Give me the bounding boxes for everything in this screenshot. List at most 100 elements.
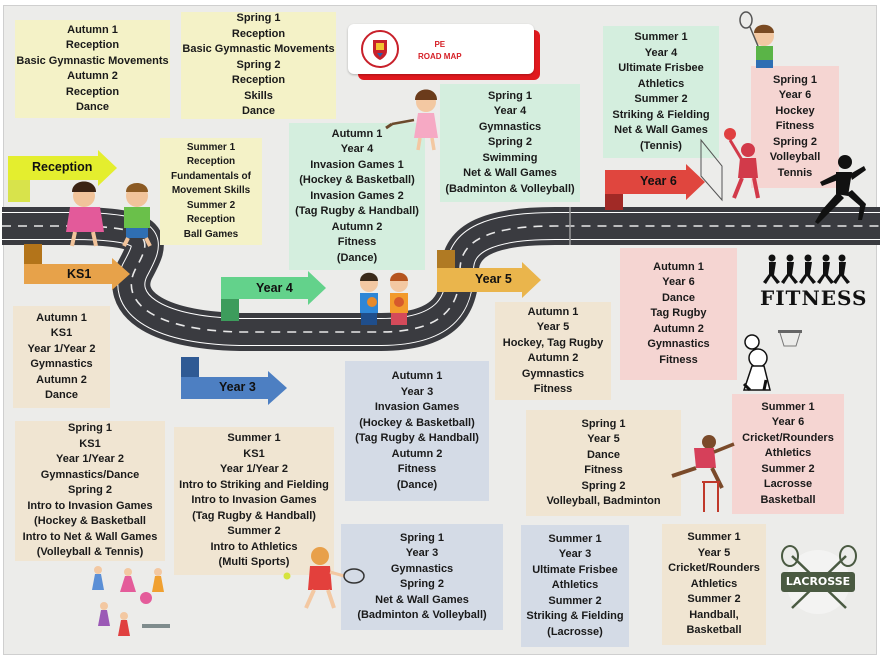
box-line: Ultimate Frisbee xyxy=(532,563,618,576)
fitness-badge-label: FITNESS xyxy=(760,286,868,310)
box-line: Dance xyxy=(661,291,696,304)
year5-label: Year 5 xyxy=(475,272,512,286)
box-line: Dance xyxy=(44,389,79,401)
box-line: Autumn 1 xyxy=(36,311,87,324)
box-line: Gymnastics/Dance xyxy=(40,468,140,481)
box-line: Gymnastics xyxy=(30,358,93,370)
box-line: Autumn 2 xyxy=(67,70,118,82)
box-line: (Hockey & Basketball xyxy=(34,515,146,528)
box-line: (Volleyball & Tennis) xyxy=(36,546,144,559)
title-card-body: PE ROAD MAP xyxy=(348,24,534,74)
box-line: Gymnastics xyxy=(390,562,454,575)
box-line: Cricket/Rounders xyxy=(742,431,834,444)
box-line: Fitness xyxy=(659,353,698,366)
box-line: (Tag Rugby & Handball) xyxy=(295,205,419,218)
box-line: Reception xyxy=(186,156,236,168)
box-line: Gymnastics xyxy=(521,367,585,380)
box-line: Reception xyxy=(65,85,120,98)
box-line: Invasion Games 2 xyxy=(310,189,404,202)
year5-summer-box: Summer 1 Year 5 Cricket/Rounders Athleti… xyxy=(662,524,766,645)
box-line: Summer 1 xyxy=(761,400,815,413)
box-line: Summer 1 xyxy=(548,532,602,545)
box-line: Year 5 xyxy=(697,546,731,559)
box-line: Summer 2 xyxy=(227,525,281,538)
box-line: Spring 2 xyxy=(581,479,626,492)
box-line: Autumn 1 xyxy=(67,23,118,36)
year3-autumn-box: Autumn 1 Year 3 Invasion Games (Hockey &… xyxy=(345,361,489,501)
box-line: Ball Games xyxy=(183,228,239,240)
box-line: Summer 1 xyxy=(687,531,741,544)
box-line: Athletics xyxy=(690,577,738,590)
box-line: KS1 xyxy=(79,437,101,450)
box-line: Hockey xyxy=(775,104,815,117)
box-line: Autumn 1 xyxy=(331,127,383,140)
box-line: Spring 2 xyxy=(772,135,817,148)
box-line: Spring 1 xyxy=(399,531,444,544)
year4-arrow xyxy=(221,271,326,321)
box-line: (Badminton & Volleyball) xyxy=(445,182,575,195)
box-line: (Dance) xyxy=(336,251,378,264)
box-line: Striking & Fielding xyxy=(526,610,624,623)
box-line: Handball, xyxy=(689,608,739,621)
box-line: Autumn 1 xyxy=(653,260,704,273)
box-line: Year 3 xyxy=(558,548,592,561)
box-line: Spring 2 xyxy=(236,58,281,71)
box-line: Autumn 1 xyxy=(391,370,443,382)
box-line: Intro to Striking and Fielding xyxy=(179,478,329,491)
box-line: (Badminton & Volleyball) xyxy=(357,609,487,621)
box-line: Hockey, Tag Rugby xyxy=(502,336,604,349)
box-line: Spring 2 xyxy=(67,484,112,497)
box-line: Year 1/Year 2 xyxy=(27,342,96,355)
box-line: Autumn 2 xyxy=(36,373,87,386)
year5-arrow xyxy=(437,250,541,298)
box-line: Net & Wall Games xyxy=(375,593,469,606)
year4-summer-box: Summer 1 Year 4 Ultimate Frisbee Athleti… xyxy=(603,26,719,158)
box-line: Basketball xyxy=(760,493,816,506)
box-line: Year 4 xyxy=(340,143,374,156)
reception-arrow xyxy=(8,150,117,202)
box-line: Summer 2 xyxy=(186,199,236,211)
title-line: PE xyxy=(434,40,446,49)
box-line: Tag Rugby xyxy=(650,307,707,320)
box-line: Year 4 xyxy=(493,105,527,118)
box-line: Gymnastics xyxy=(647,338,710,351)
box-line: Summer 2 xyxy=(548,594,602,607)
box-line: (Lacrosse) xyxy=(547,625,603,638)
title-card: PE ROAD MAP xyxy=(348,24,540,80)
box-line: Gymnastics xyxy=(478,120,542,133)
box-line: KS1 xyxy=(243,447,265,460)
box-line: (Tag Rugby & Handball) xyxy=(355,432,479,444)
box-line: Basic Gymnastic Movements xyxy=(182,43,335,56)
box-line: KS1 xyxy=(50,327,73,339)
box-line: Summer 1 xyxy=(186,141,236,153)
box-line: Skills xyxy=(244,89,273,102)
box-line: Spring 1 xyxy=(236,12,281,25)
year6-spring-box: Spring 1 Year 6 Hockey Fitness Spring 2 … xyxy=(751,66,839,188)
box-line: Intro to Invasion Games xyxy=(191,494,317,507)
year4-spring-box: Spring 1 Year 4 Gymnastics Spring 2 Swim… xyxy=(440,84,580,202)
year5-spring-box: Spring 1 Year 5 Dance Fitness Spring 2 V… xyxy=(526,410,681,516)
year6-autumn-box: Autumn 1 Year 6 Dance Tag Rugby Autumn 2… xyxy=(620,248,737,380)
year4-label: Year 4 xyxy=(256,281,293,295)
ks1-summer-box: Summer 1 KS1 Year 1/Year 2 Intro to Stri… xyxy=(174,427,334,575)
box-line: Volleyball xyxy=(769,151,821,164)
box-line: Year 1/Year 2 xyxy=(220,463,288,476)
box-line: Fitness xyxy=(397,463,437,475)
box-line: (Tennis) xyxy=(640,139,682,152)
ks1-arrow xyxy=(24,244,130,290)
box-line: Fundamentals of xyxy=(170,170,251,182)
box-line: Year 6 xyxy=(778,89,812,102)
box-line: Year 5 xyxy=(536,321,570,333)
reception-autumn-box: Autumn 1 Reception Basic Gymnastic Movem… xyxy=(15,20,170,118)
box-line: Dance xyxy=(75,101,110,113)
box-line: Spring 1 xyxy=(581,417,626,430)
ks1-label: KS1 xyxy=(67,267,92,281)
box-line: Invasion Games 1 xyxy=(310,158,404,171)
box-line: Dance xyxy=(241,105,276,118)
box-line: Year 6 xyxy=(771,416,805,429)
reception-label: Reception xyxy=(32,160,93,174)
year4-autumn-box: Autumn 1 Year 4 Invasion Games 1 (Hockey… xyxy=(289,123,425,270)
box-line: Summer 2 xyxy=(761,462,815,475)
box-line: Striking & Fielding xyxy=(612,108,710,121)
box-line: Summer 1 xyxy=(634,31,688,43)
